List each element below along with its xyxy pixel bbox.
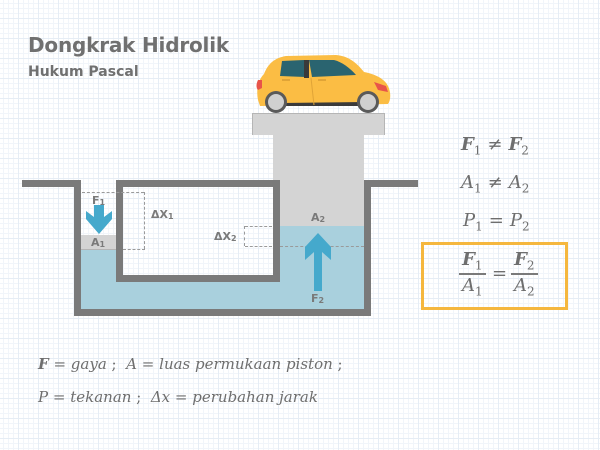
car-icon [256, 55, 391, 113]
island-right [273, 180, 280, 282]
equation-forces-unequal: F1≠F2 [461, 134, 529, 158]
island-interior [123, 187, 273, 275]
dx1-guide-top [82, 192, 144, 193]
fraction-left: F1 A1 [459, 249, 486, 299]
small-piston [81, 235, 116, 250]
legend-line-1: F = gaya ; A = luas permukaan piston ; [38, 355, 343, 373]
page-subtitle: Hukum Pascal [28, 64, 139, 80]
large-piston-stem [273, 134, 364, 226]
dx2-guide-bottom [245, 246, 272, 247]
fraction-right: F2 A2 [511, 249, 538, 299]
legend-line-2: P = tekanan ; Δx = perubahan jarak [38, 388, 318, 406]
arrow-up-icon [305, 233, 331, 291]
dx1-guide-right [144, 192, 145, 249]
fraction-equals: = [492, 263, 508, 284]
label-f2: F2 [311, 292, 325, 305]
dx1-guide-bottom [123, 249, 145, 250]
label-f1: F1 [92, 194, 106, 207]
dx2-guide-top [245, 226, 272, 227]
dx2-guide-left [244, 226, 245, 246]
wall-outer-right [364, 180, 371, 316]
pascal-law-highlight-box [421, 242, 568, 310]
island-left [116, 180, 123, 282]
ground-right [364, 180, 418, 187]
equation-areas-unequal: A1≠A2 [461, 172, 530, 196]
label-a2: A2 [311, 211, 326, 224]
equation-pressures-equal: P1=P2 [463, 210, 530, 234]
large-piston-plate [252, 113, 385, 135]
island-top [116, 180, 280, 187]
wall-outer-left [74, 180, 81, 316]
wall-bottom [74, 309, 371, 316]
label-delta-x2: ΔX2 [214, 230, 237, 243]
ground-left [22, 180, 81, 187]
label-a1: A1 [91, 236, 106, 249]
island-bottom [116, 275, 280, 282]
label-delta-x1: ΔX1 [151, 208, 174, 221]
arrow-down-icon [86, 205, 112, 234]
page-title: Dongkrak Hidrolik [28, 33, 229, 57]
